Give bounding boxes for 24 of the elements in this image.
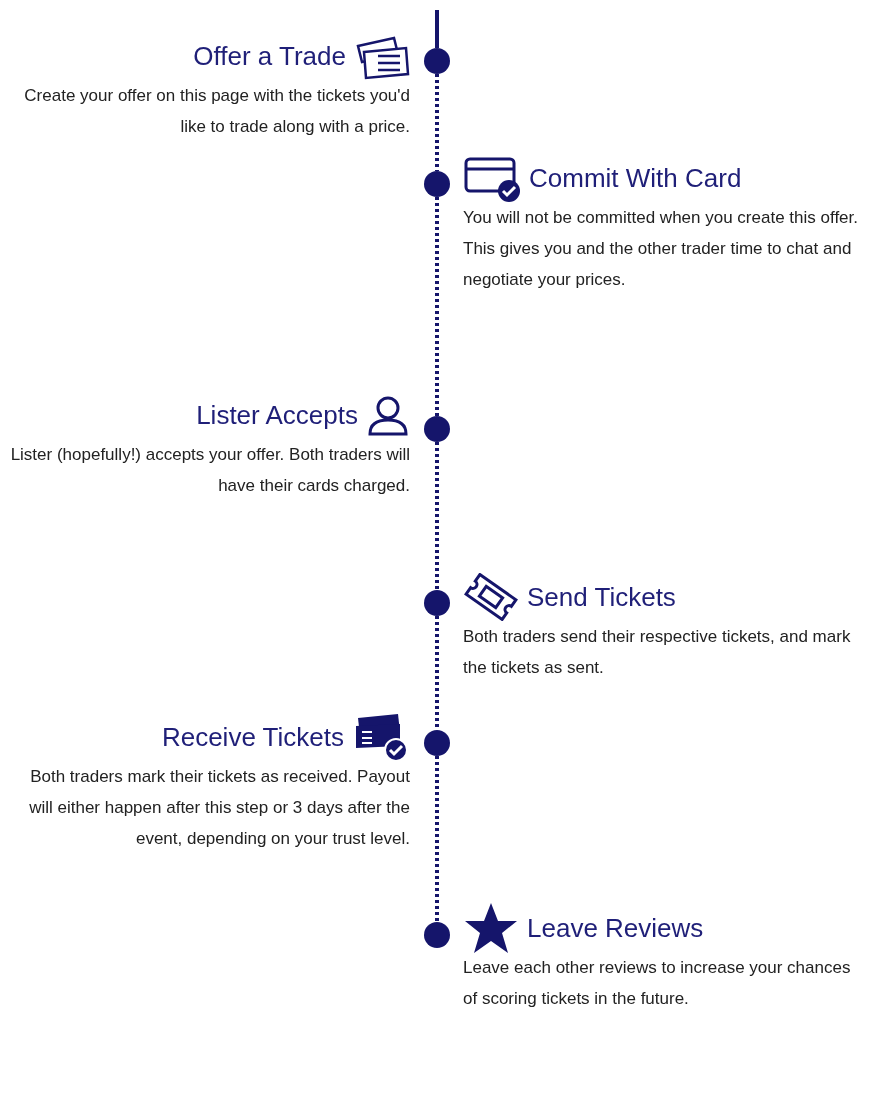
step-heading: Lister Accepts (196, 399, 358, 431)
timeline-dot (424, 590, 450, 616)
step-description: Leave each other reviews to increase your chances of scoring tickets in the future. (463, 957, 852, 1010)
step-heading: Send Tickets (527, 581, 676, 613)
timeline-line (435, 442, 439, 590)
step-heading: Offer a Trade (193, 40, 346, 72)
timeline-line (435, 756, 439, 922)
step-heading: Commit With Card (529, 162, 742, 194)
timeline-line (435, 74, 439, 171)
step-heading: Receive Tickets (161, 721, 344, 753)
step-description: Create your offer on this page with the tickets you'd like to trade along with a price. (23, 85, 410, 138)
timeline-dot (424, 730, 450, 756)
timeline-line (435, 10, 439, 48)
timeline-dot (424, 922, 450, 948)
timeline-dot (424, 48, 450, 74)
timeline-line (435, 616, 439, 730)
step-description: Both traders send their respective tickets, and mark the tickets as sent. (463, 626, 852, 679)
step-description: Both traders mark their tickets as received. Payout will either happen after this step or 3 days after the event, depending on your trust level. (28, 766, 410, 850)
step-description: You will not be committed when you create this offer. This gives you and the other trader time to chat and negotiate your prices. (463, 207, 859, 291)
timeline-dot (424, 416, 450, 442)
step-description: Lister (hopefully!) accepts your offer. Both traders will have their cards charged. (10, 444, 410, 497)
step-heading: Leave Reviews (527, 912, 704, 944)
timeline-dot (424, 171, 450, 197)
timeline-line (435, 197, 439, 416)
